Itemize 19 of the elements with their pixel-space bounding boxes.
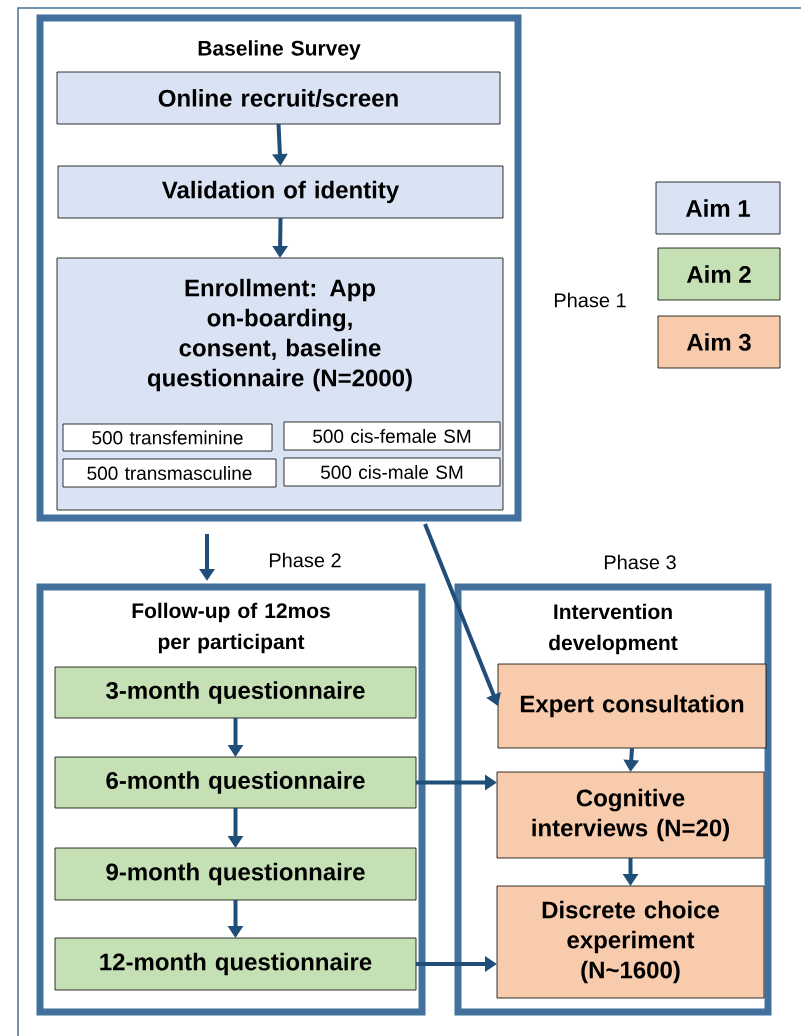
label-box: 500 cis-female SM: [283, 421, 501, 451]
process-box: Discrete choice experiment (N~1600): [496, 885, 765, 999]
process-box: 12-month questionnaire: [54, 937, 417, 991]
process-box: Online recruit/screen: [56, 71, 501, 125]
label-box: 500 cis-male SM: [283, 457, 501, 487]
legend-item: Aim 3: [657, 315, 781, 369]
legend-item: Aim 2: [657, 247, 781, 301]
process-box: 6-month questionnaire: [54, 756, 417, 809]
phase-label: Phase 3: [604, 554, 676, 570]
process-box: Expert consultation: [497, 663, 767, 749]
phase-label: Phase 1: [554, 292, 626, 308]
label-box: 500 transfeminine: [62, 423, 273, 452]
process-box: Validation of identity: [57, 165, 504, 219]
phase-label: Phase 2: [269, 552, 341, 568]
process-box: 9-month questionnaire: [54, 847, 417, 901]
legend-item: Aim 1: [655, 181, 781, 235]
label-box: 500 transmasculine: [62, 458, 277, 488]
process-box: 3-month questionnaire: [54, 666, 417, 719]
process-box: Cognitive interviews (N=20): [496, 771, 765, 859]
